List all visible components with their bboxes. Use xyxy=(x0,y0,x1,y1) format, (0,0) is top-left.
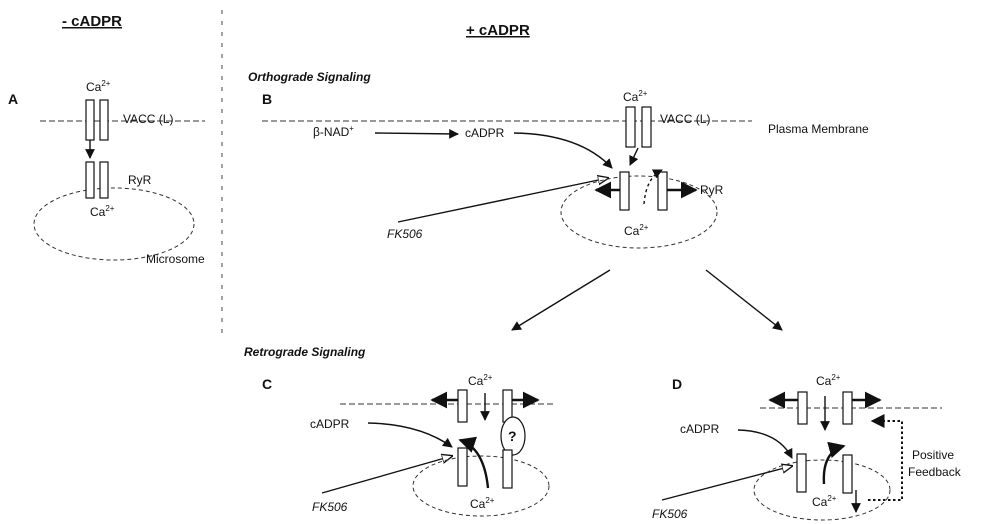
cadpr-to-ryr-arrow-d xyxy=(738,430,792,458)
cadpr-label-b: cADPR xyxy=(465,126,505,140)
fk506-label-c: FK506 xyxy=(312,500,348,514)
ca-label-b-microsome: Ca2+ xyxy=(624,223,649,238)
ca-label-b-top: Ca2+ xyxy=(623,89,648,104)
vacc-channel-b-right xyxy=(642,107,651,147)
section-retrograde: Retrograde Signaling xyxy=(244,345,366,359)
ca-label-d-top: Ca2+ xyxy=(816,373,841,388)
bnad-to-cadpr-arrow xyxy=(375,133,458,134)
vacc-to-ryr-arrow-b xyxy=(630,148,638,165)
panel-label-d: D xyxy=(672,376,682,392)
ca-label-a-top: Ca2+ xyxy=(86,79,111,94)
vacc-channel-a-right xyxy=(100,100,108,140)
vacc-label-a: VACC (L) xyxy=(123,112,173,126)
arrow-b-to-d xyxy=(706,270,782,330)
ryr-channel-c-right xyxy=(503,450,512,488)
panel-label-c: C xyxy=(262,376,272,392)
vacc-channel-d-left xyxy=(798,392,807,424)
vacc-channel-b-left xyxy=(626,107,635,147)
fk506-label-d: FK506 xyxy=(652,507,688,521)
panel-label-a: A xyxy=(8,91,18,107)
ca-label-a-microsome: Ca2+ xyxy=(90,204,115,219)
feedback-label: Feedback xyxy=(908,465,962,479)
cadpr-to-ryr-arrow-b xyxy=(514,133,612,168)
ryr-channel-a-right xyxy=(100,162,108,198)
header-minus-cadpr: - cADPR xyxy=(62,13,122,30)
vacc-label-b: VACC (L) xyxy=(660,112,710,126)
plasma-membrane-label: Plasma Membrane xyxy=(768,122,869,136)
fk506-arrow-d xyxy=(662,466,792,500)
ca-label-c-microsome: Ca2+ xyxy=(470,496,495,511)
ryr-channel-d-right xyxy=(843,455,852,493)
panel-d: D Ca2+ cADPR FK506 Ca2+ Positive Feedbac… xyxy=(652,373,962,521)
question-mark: ? xyxy=(508,428,517,444)
cadpr-to-ryr-arrow-c xyxy=(368,423,452,447)
ca-label-d-microsome: Ca2+ xyxy=(812,494,837,509)
fk506-label-b: FK506 xyxy=(387,227,423,241)
microsome-label: Microsome xyxy=(146,252,205,266)
positive-feedback-loop xyxy=(868,421,902,500)
fk506-arrow-b xyxy=(398,178,608,222)
section-orthograde: Orthograde Signaling xyxy=(248,70,371,84)
ryr-label-a: RyR xyxy=(128,173,152,187)
arrow-b-to-c xyxy=(512,270,610,330)
header-plus-cadpr: + cADPR xyxy=(466,22,530,39)
ryr-channel-c-left xyxy=(458,448,467,486)
cadpr-label-d: cADPR xyxy=(680,422,720,436)
ryr-label-b: RyR xyxy=(700,183,724,197)
vacc-channel-d-right xyxy=(843,392,852,424)
microsome-a xyxy=(34,188,194,260)
ryr-channel-b-right xyxy=(658,172,667,210)
ryr-channel-d-left xyxy=(797,454,806,492)
bnad-label: β-NAD+ xyxy=(313,124,354,139)
panel-label-b: B xyxy=(262,91,272,107)
microsome-d xyxy=(754,460,890,520)
vacc-channel-c-left xyxy=(458,390,467,422)
panel-a: A Ca2+ VACC (L) RyR Ca2+ Microsome xyxy=(8,79,205,266)
ca-label-c-top: Ca2+ xyxy=(468,373,493,388)
fk506-arrow-c xyxy=(322,456,452,493)
positive-label: Positive xyxy=(912,448,954,462)
ca-release-arrow-d xyxy=(824,446,844,484)
panel-b: B Ca2+ VACC (L) Plasma Membrane β-NAD+ c… xyxy=(262,89,869,248)
ryr-channel-a-left xyxy=(86,162,94,198)
ryr-channel-b-left xyxy=(620,172,629,210)
vacc-channel-a-left xyxy=(86,100,94,140)
panel-c: C Ca2+ ? cADPR FK506 Ca2+ xyxy=(262,373,556,516)
cadpr-label-c: cADPR xyxy=(310,417,350,431)
